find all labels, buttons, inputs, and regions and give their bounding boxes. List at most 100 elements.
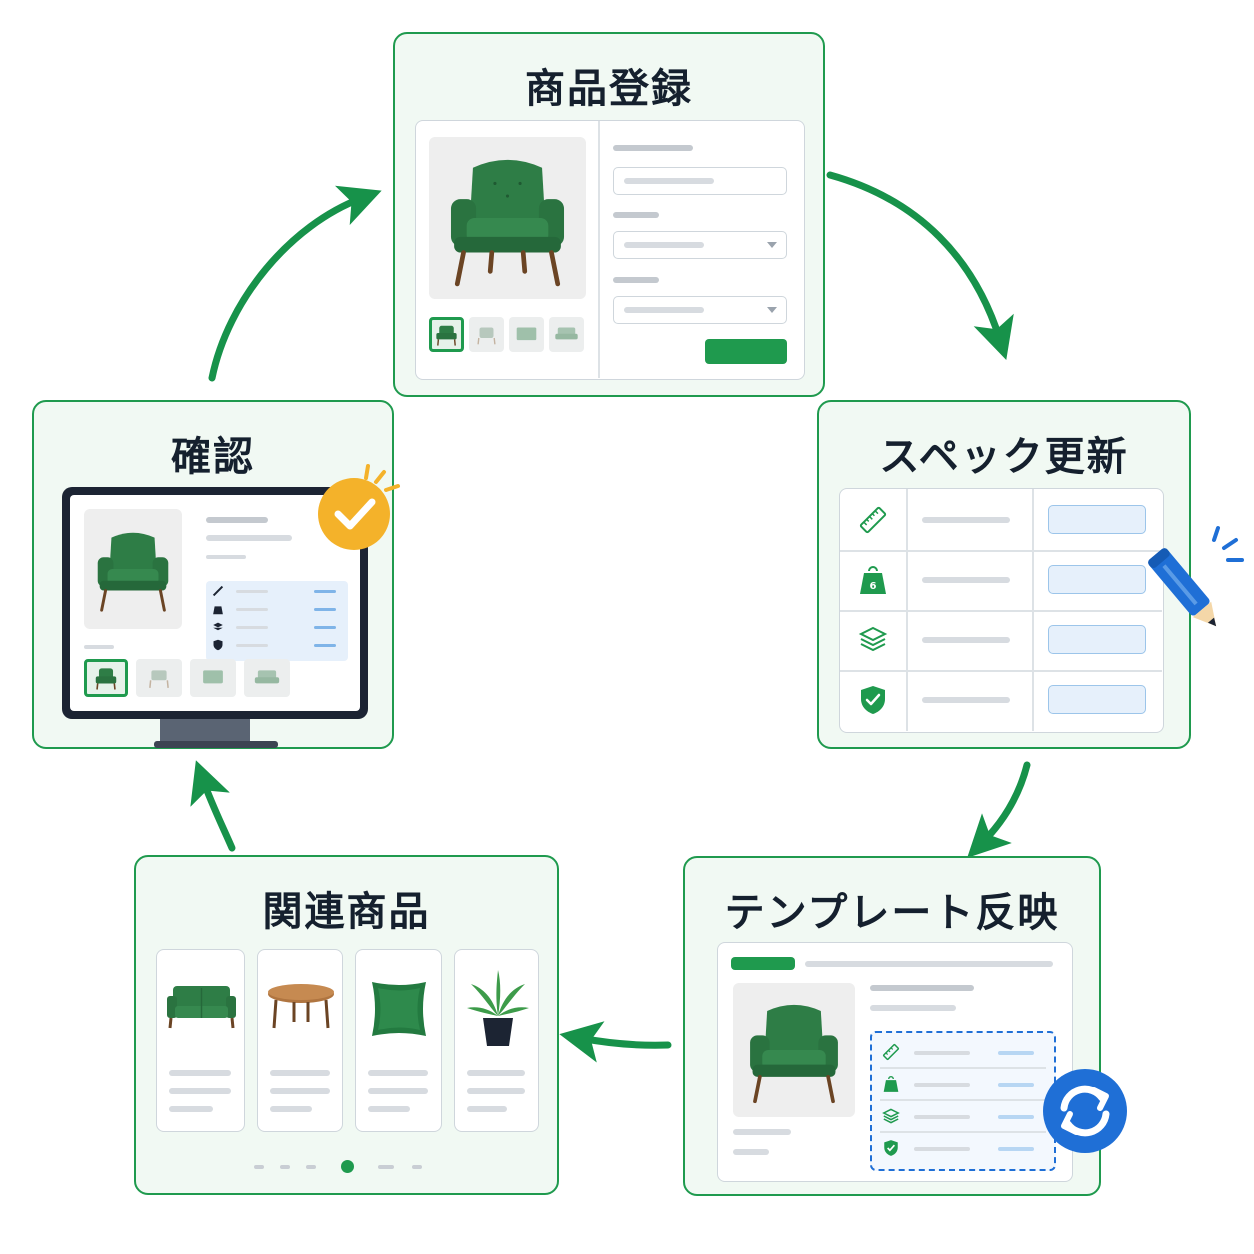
carousel-indicator[interactable] [136,1157,557,1177]
carousel-dot[interactable] [412,1165,422,1169]
text-placeholder [733,1129,791,1135]
check-circle-icon [318,464,400,550]
sofa-image [167,986,236,1029]
text-placeholder [206,535,292,541]
thumbnail-2[interactable] [469,317,504,352]
chevron-down-icon [767,307,777,313]
layers-icon [882,1108,900,1124]
card-title: 商品登録 [525,66,693,112]
template-page-preview [717,942,1073,1182]
related-card-cushion[interactable] [355,949,442,1132]
spec-name-placeholder [922,637,1010,643]
text-placeholder [206,555,246,559]
ruler-icon [859,506,887,534]
monitor-neck [160,719,250,741]
text-placeholder [467,1070,525,1076]
text-placeholder [169,1106,213,1112]
registration-form-panel [415,120,805,380]
select-field[interactable] [613,231,787,259]
text-placeholder [270,1088,330,1094]
text-placeholder [169,1070,231,1076]
weight-label: 6 [870,581,877,592]
card-title: スペック更新 [879,434,1129,480]
card-spec-update: スペック更新 6 [817,400,1191,749]
text-placeholder [206,517,268,523]
text-placeholder [169,1088,231,1094]
weight-icon [213,606,223,615]
shield-check-icon [861,686,885,714]
text-field[interactable] [613,167,787,195]
cushion-image [372,982,426,1036]
carousel-dot[interactable] [280,1165,290,1169]
chevron-down-icon [767,242,777,248]
label-placeholder [613,145,693,151]
monitor [62,487,368,719]
text-placeholder [270,1070,330,1076]
card-related-products: 関連商品 [134,855,559,1195]
armchair-image [97,532,169,612]
text-placeholder [270,1106,312,1112]
submit-button[interactable] [705,339,787,364]
arrow-confirm-to-registration [208,185,382,382]
template-product-image [733,983,855,1117]
table-row-divider [840,670,1162,672]
text-placeholder [368,1070,428,1076]
spec-value-input[interactable] [1048,685,1146,714]
spec-value-input[interactable] [1048,505,1146,534]
spec-name-placeholder [922,517,1010,523]
thumbnail-1[interactable] [429,317,464,352]
confirm-thumbnail-1[interactable] [84,659,128,697]
thumbnail-4[interactable] [549,317,584,352]
related-card-sofa[interactable] [156,949,245,1132]
arrow-spec-to-template [967,761,1031,858]
sync-icon [1043,1069,1127,1153]
carousel-dot[interactable] [378,1165,394,1169]
spec-name-placeholder [922,577,1010,583]
label-placeholder [613,212,659,218]
shield-check-icon [884,1140,898,1156]
confirm-thumbnail-4[interactable] [244,659,290,697]
ruler-icon [882,1043,900,1061]
weight-icon: 6 [860,566,886,594]
layers-icon [213,622,223,631]
card-title: 確認 [171,434,255,480]
table-row-divider [840,610,1162,612]
text-placeholder [467,1106,507,1112]
confirm-product-image [84,509,182,629]
text-placeholder [733,1149,769,1155]
text-placeholder [368,1088,428,1094]
template-header-bar [731,957,795,970]
potted-plant-image [467,970,529,1046]
carousel-dot[interactable] [306,1165,316,1169]
related-card-plant[interactable] [454,949,539,1132]
card-title: 関連商品 [262,889,431,935]
carousel-dot[interactable] [254,1165,264,1169]
text-placeholder [870,985,974,991]
header-placeholder [805,961,1053,967]
confirm-thumbnail-2[interactable] [136,659,182,697]
select-field[interactable] [613,296,787,324]
confirm-thumbnail-3[interactable] [190,659,236,697]
thumbnail-3[interactable] [509,317,544,352]
arrow-registration-to-spec [826,171,1014,361]
spec-name-placeholder [922,697,1010,703]
ruler-icon [212,585,224,597]
card-confirmation: 確認 [32,400,394,749]
monitor-base [154,741,278,748]
armchair-image [450,159,565,287]
shield-check-icon [213,639,223,651]
text-placeholder [467,1088,525,1094]
template-spec-zone [870,1031,1056,1171]
weight-icon [883,1076,899,1092]
product-main-image [429,137,586,299]
spec-value-input[interactable] [1048,565,1146,594]
confirm-spec-box [206,581,348,661]
armchair-image [750,1004,838,1104]
spec-value-input[interactable] [1048,625,1146,654]
related-card-table[interactable] [257,949,343,1132]
carousel-dot-active[interactable] [341,1160,354,1173]
text-placeholder [368,1106,410,1112]
panel-divider [598,121,600,378]
card-template-apply: テンプレート反映 [683,856,1101,1196]
label-placeholder [613,277,659,283]
